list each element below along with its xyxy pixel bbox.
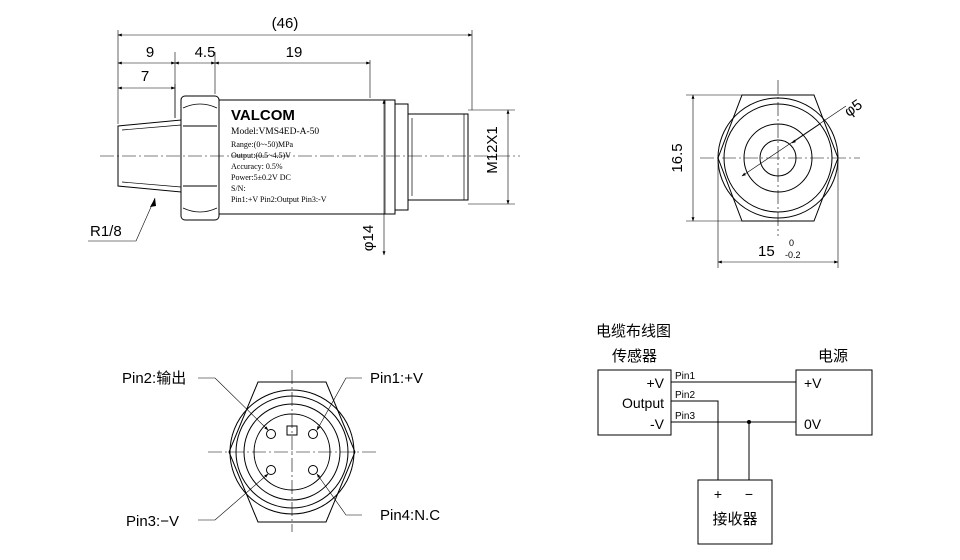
dim-c: 19 [286, 44, 303, 61]
end-tol-lower: -0.2 [785, 250, 801, 260]
power-title: 电源 [818, 348, 848, 365]
sensor-output: Output [622, 395, 664, 411]
end-width-label: 15 [758, 243, 775, 260]
end-dia-label: φ5 [841, 96, 866, 120]
end-height-label: 16.5 [669, 143, 686, 172]
label-power: Power:5±0.2V DC [231, 173, 291, 182]
pin4-hole [308, 465, 318, 475]
pin2-label: Pin2:输出 [122, 370, 186, 387]
wire-pin2-label: Pin2 [675, 390, 695, 401]
brand-logo: VALCOM [231, 107, 295, 124]
sensor-box [597, 369, 672, 436]
wire-pin1-label: Pin1 [675, 371, 695, 382]
end-tol-upper: 0 [789, 238, 794, 248]
pin3-hole [266, 465, 276, 475]
pin3-label: Pin3:−V [126, 513, 179, 530]
thread-label: R1/8 [90, 223, 122, 240]
dim-total: (46) [272, 15, 299, 32]
connector [395, 103, 469, 211]
pin1-hole [308, 429, 318, 439]
pin-view: Pin2:输出 Pin1:+V Pin3:−V Pin4:N.C [122, 370, 440, 532]
pin4-label: Pin4:N.C [380, 507, 440, 524]
power-plus: +V [804, 375, 822, 391]
sensor-title: 传感器 [612, 348, 657, 365]
pin-hex-outline [228, 381, 356, 523]
dim-thread-m: M12X1 [484, 126, 501, 174]
pin2-hole [266, 429, 276, 439]
receiver-plus: + [714, 486, 722, 502]
junction-dot [747, 420, 751, 424]
receiver-box [697, 479, 773, 545]
dim-a: 9 [146, 44, 154, 61]
side-view: VALCOM Model:VMS4ED-A-50 Range:(0~-50)MP… [88, 15, 520, 256]
sensor-minus: -V [650, 416, 665, 432]
wire-pin2 [671, 400, 719, 480]
label-sn: S/N: [231, 184, 246, 193]
power-box [795, 369, 873, 436]
end-view: 16.5 15 0 -0.2 φ5 [669, 80, 866, 268]
key-notch [286, 425, 298, 436]
wiring-diagram: 电缆布线图 传感器 电源 +V Output -V +V 0V Pin1 Pin… [596, 323, 873, 545]
hex-nut [180, 95, 220, 221]
wiring-title: 电缆布线图 [596, 323, 671, 340]
sensor-plus: +V [646, 375, 664, 391]
label-output: Output:(0.5~4.5)V [231, 151, 291, 160]
label-model: Model:VMS4ED-A-50 [231, 127, 319, 137]
dim-b: 4.5 [195, 44, 216, 61]
label-plate: VALCOM Model:VMS4ED-A-50 Range:(0~-50)MP… [231, 107, 327, 204]
dim-diameter: φ14 [360, 225, 377, 251]
receiver-title: 接收器 [712, 511, 757, 528]
dim-d: 7 [141, 68, 149, 85]
pin1-label: Pin1:+V [370, 370, 423, 387]
power-zero: 0V [804, 416, 822, 432]
label-accuracy: Accuracy: 0.5% [231, 162, 283, 171]
label-pins: Pin1:+V Pin2:Output Pin3:-V [231, 195, 327, 204]
wire-pin3-label: Pin3 [675, 411, 695, 422]
label-range: Range:(0~-50)MPa [231, 140, 294, 149]
receiver-minus: − [745, 486, 753, 502]
